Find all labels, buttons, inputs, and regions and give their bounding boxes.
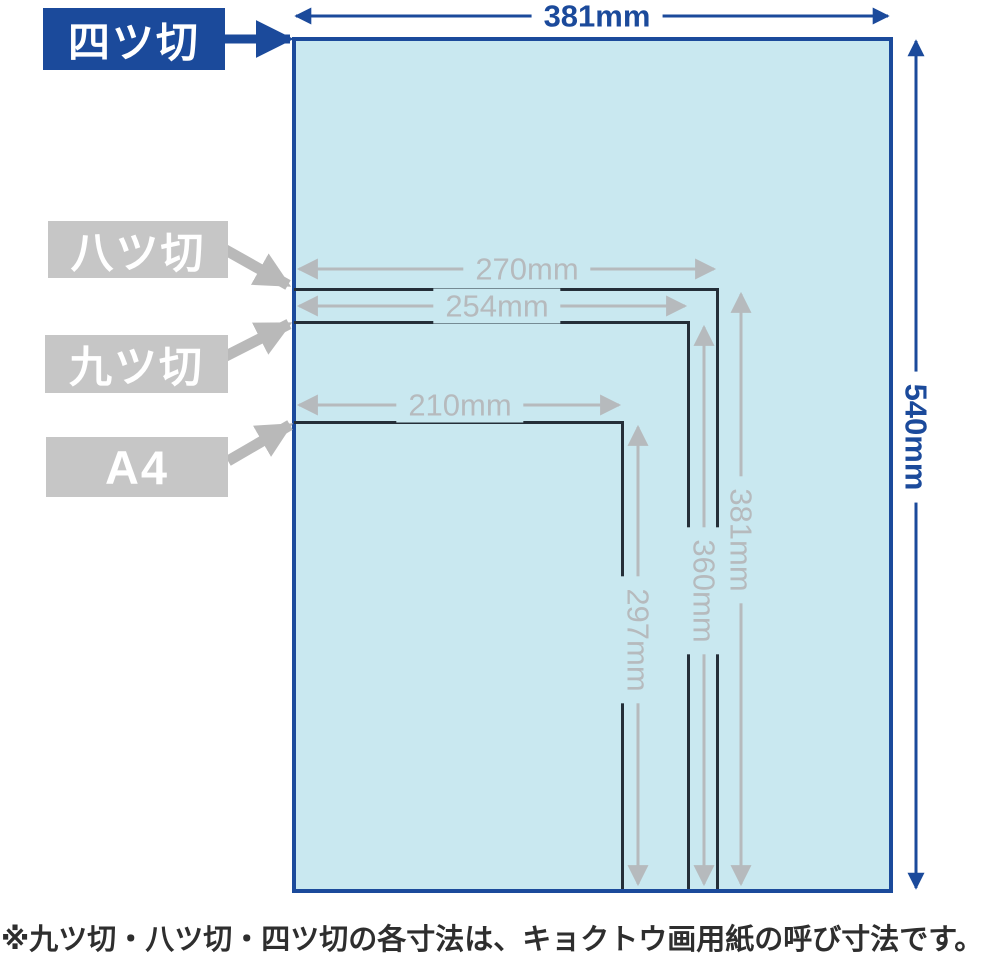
footnote-text: ※九ツ切・八ツ切・四ツ切の各寸法は、キョクトウ画用紙の呼び寸法です。: [1, 924, 984, 956]
yatsugiri-tag: 八ツ切: [48, 221, 228, 278]
paper-width-label: 381mm: [531, 0, 663, 34]
kyutsugiri-height-label: 360mm: [686, 527, 722, 655]
kyutsugiri-width-label: 254mm: [433, 288, 561, 324]
yatsugiri-width-label: 270mm: [463, 251, 591, 287]
a4-outline-rect: [294, 421, 624, 889]
yotsugiri-paper-rect: [292, 37, 893, 893]
kyutsugiri-tag: 九ツ切: [45, 335, 228, 393]
yatsugiri-pointer-arrow: [221, 244, 292, 290]
yotsugiri-tag: 四ツ切: [43, 8, 225, 70]
a4-width-label: 210mm: [396, 387, 524, 423]
a4-pointer-arrow: [225, 420, 294, 466]
a4-tag: A4: [46, 437, 228, 497]
kyutsugiri-pointer-arrow: [221, 319, 293, 362]
paper-height-label: 540mm: [898, 371, 934, 503]
a4-height-label: 297mm: [620, 576, 656, 704]
yatsugiri-height-label: 381mm: [723, 476, 759, 604]
